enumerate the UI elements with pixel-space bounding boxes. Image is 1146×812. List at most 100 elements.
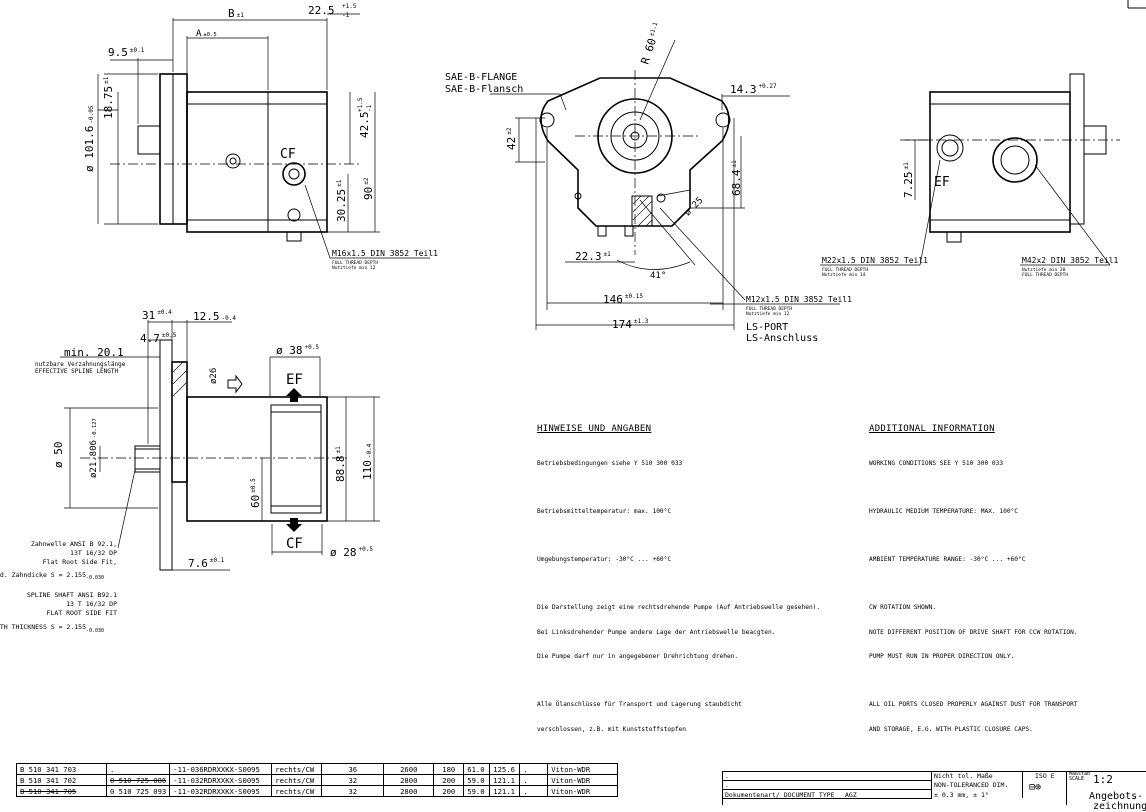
side-thread-note1: FULL THREAD DEPTH <box>332 260 378 266</box>
ef-label-section: EF <box>286 372 303 388</box>
dim-42-5-tol-up: +1.5 <box>357 97 364 112</box>
svg-text:R 60±1.1: R 60±1.1 <box>638 21 664 66</box>
spline-length-de: nutzbare Verzahnungslänge <box>35 361 126 368</box>
tb-scale-label-en: SCALE <box>1069 776 1085 782</box>
svg-text:60±0.5: 60±0.5 <box>249 478 262 508</box>
dim-68-4: 68.4 <box>730 169 743 196</box>
dim-38: ø 38 <box>276 344 303 357</box>
svg-text:42±2: 42±2 <box>505 127 518 150</box>
tb-drawing-type-2: zeichnung <box>1093 801 1146 812</box>
table-cell: B 510 341 703 <box>16 763 107 775</box>
dim-101-6: ø 101.6 <box>83 126 96 172</box>
dim-a: A <box>196 29 202 39</box>
dim-min-20-1: min. 20.1 <box>64 346 124 359</box>
dim-31: 31 <box>142 309 155 322</box>
table-cell: -11-032RDRXXKX-S0095 <box>169 785 273 797</box>
svg-text:110-0.4: 110-0.4 <box>361 443 374 480</box>
cf-label: CF <box>280 147 296 162</box>
table-cell: 121.1 <box>489 785 521 797</box>
dim-7-6-tol: ±0.1 <box>210 557 225 564</box>
table-cell: 0 510 725 093 <box>105 785 171 797</box>
dim-90-tol: ±2 <box>363 177 370 185</box>
rear-thread-left-note1: FULL THREAD DEPTH <box>822 267 868 273</box>
dim-42-5-tol-dn: -1 <box>366 104 373 112</box>
svg-text:12.5-0.4: 12.5-0.4 <box>193 310 236 323</box>
notes-en-l1: WORKING CONDITIONS SEE Y 510 300 033 <box>869 460 1004 468</box>
svg-text:4.7±0.5: 4.7±0.5 <box>140 332 177 345</box>
svg-text:14.3+0.27: 14.3+0.27 <box>730 83 777 96</box>
svg-text:146±0.15: 146±0.15 <box>603 293 643 306</box>
tb-dot2: . <box>725 781 729 789</box>
spline-de-line4-sub: -0.030 <box>86 575 104 581</box>
spline-length-en: EFFECTIVE SPLINE LENGTH <box>35 368 118 375</box>
dim-41: 41° <box>650 271 666 281</box>
notes-de-l2: Betriebsmitteltemperatur: max. 100°C <box>537 508 672 516</box>
notes-en-l3: AMBIENT TEMPERATURE RANGE: -30°C ... +60… <box>869 556 1026 564</box>
flange-label-de: SAE-B-FLANGE <box>445 72 517 83</box>
spline-de-line1: Zahnwelle ANSI B 92.1, <box>31 540 117 548</box>
tb-iso: ISO E <box>1035 772 1055 780</box>
notes-de-l6: Die Pumpe darf nur in angegebener Drehri… <box>537 653 739 661</box>
table-cell: 32 <box>321 774 385 786</box>
notes-de-l5: Bei Linksdrehender Pumpe andere Lage der… <box>537 628 776 636</box>
table-cell: . <box>519 774 549 786</box>
dim-28-tol: +0.5 <box>359 546 374 553</box>
notes-de-l4: Die Darstellung zeigt eine rechtsdrehend… <box>537 604 821 612</box>
svg-text:9.5±0.1: 9.5±0.1 <box>108 46 145 59</box>
table-cell: 200 <box>433 774 465 786</box>
table-cell: . <box>519 785 549 797</box>
dim-38-tol: +0.5 <box>305 344 320 351</box>
notes-de: HINWEISE UND ANGABEN Betriebsbedingungen… <box>537 409 820 742</box>
dim-31-tol: ±0.4 <box>157 309 172 316</box>
notes-en-heading: ADDITIONAL INFORMATION <box>869 424 995 435</box>
table-cell: Viton-WDR <box>547 785 619 797</box>
dim-b-tol: ±1 <box>237 12 245 19</box>
dim-88-8: 88.8 <box>334 456 347 483</box>
dim-42-tol: ±2 <box>506 127 513 135</box>
notes-en-l4: CW ROTATION SHOWN. <box>869 604 937 612</box>
dim-25: ø 25 <box>683 196 705 218</box>
svg-text:ø 101.6-0.05: ø 101.6-0.05 <box>83 105 96 172</box>
dim-a-tol: ±0.5 <box>203 32 216 38</box>
dim-9-5-tol: ±0.1 <box>130 47 145 54</box>
table-cell: B 510 341 705 <box>16 785 107 797</box>
dim-22-5: 22.5 <box>308 4 335 17</box>
dim-30-25: 30.25 <box>335 189 348 222</box>
svg-text:B±1: B±1 <box>228 7 244 20</box>
table-cell: 32 <box>321 785 385 797</box>
dim-110-tol: -0.4 <box>366 443 373 458</box>
dim-14-3: 14.3 <box>730 83 757 96</box>
table-cell: -11-036RDRXXKX-S0095 <box>169 763 273 775</box>
tb-scale-value: 1:2 <box>1093 773 1113 786</box>
svg-text:174±1.3: 174±1.3 <box>612 318 649 331</box>
table-cell: 36 <box>321 763 385 775</box>
table-cell: rechts/CW <box>271 785 323 797</box>
dim-22-5-tol-dn: -1 <box>342 12 350 19</box>
projection-symbol-icon: ⊟⊕ <box>1029 782 1042 793</box>
dim-14-3-tol: +0.27 <box>759 83 777 90</box>
ls-connection-label: LS-Anschluss <box>746 333 818 344</box>
svg-text:7.6±0.1: 7.6±0.1 <box>188 557 225 570</box>
tb-doc-type: Dokumentenart/ DOCUMENT TYPE <box>725 791 835 799</box>
table-cell: Viton-WDR <box>547 763 619 775</box>
svg-text:ø 38+0.5: ø 38+0.5 <box>276 344 319 357</box>
table-cell: rechts/CW <box>271 774 323 786</box>
dim-42: 42 <box>505 137 518 150</box>
spline-en-line4: TOOTH THICKNESS S = 2.155 <box>0 623 86 631</box>
notes-de-heading: HINWEISE UND ANGABEN <box>537 424 652 435</box>
table-cell: . <box>105 763 171 775</box>
spline-en-line1: SPLINE SHAFT ANSI B92.1 <box>27 591 117 599</box>
dim-7-6: 7.6 <box>188 557 208 570</box>
svg-text:88.8±1: 88.8±1 <box>334 446 347 482</box>
svg-text:90±2: 90±2 <box>362 177 375 200</box>
dim-174-tol: ±1.3 <box>634 318 649 325</box>
dim-7-25: 7.25 <box>902 172 915 199</box>
svg-text:ø21.806-0.127: ø21.806-0.127 <box>89 418 99 478</box>
notes-de-l1: Betriebsbedingungen siehe Y 510 300 033 <box>537 460 683 468</box>
table-cell: -11-032RDRXXKX-S0095 <box>169 774 273 786</box>
table-cell: 59.0 <box>463 774 491 786</box>
